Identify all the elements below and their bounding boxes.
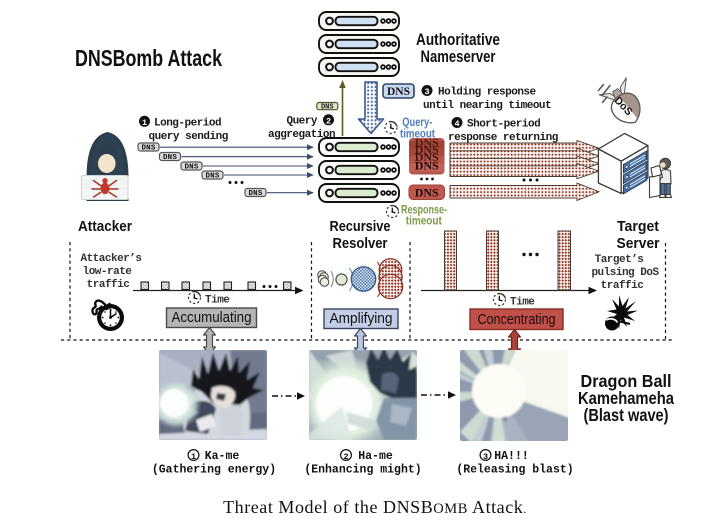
svg-text:Holding response: Holding response xyxy=(438,87,537,99)
svg-text:Resolver: Resolver xyxy=(333,235,388,252)
svg-text:traffic: traffic xyxy=(87,279,130,291)
svg-text:Dragon Ball: Dragon Ball xyxy=(581,371,672,391)
svg-text:3: 3 xyxy=(483,452,488,462)
svg-text:(Releasing blast): (Releasing blast) xyxy=(456,464,573,477)
svg-text:DNS: DNS xyxy=(387,86,410,98)
svg-text:Recursive: Recursive xyxy=(330,218,391,235)
svg-text:Accumulating: Accumulating xyxy=(172,310,252,326)
svg-text:aggregation: aggregation xyxy=(268,129,335,141)
svg-text:traffic: traffic xyxy=(601,280,644,292)
svg-text:4: 4 xyxy=(454,119,459,129)
svg-text:Time: Time xyxy=(205,295,230,307)
svg-text:Attacker’s: Attacker’s xyxy=(80,253,141,265)
svg-text:Authoritative: Authoritative xyxy=(416,31,500,49)
svg-text:timeout: timeout xyxy=(406,214,442,228)
svg-text:until nearing timeout: until nearing timeout xyxy=(423,100,551,112)
svg-text:2: 2 xyxy=(326,117,331,127)
svg-text:DNSBomb Attack: DNSBomb Attack xyxy=(75,45,222,71)
svg-text:Attacker: Attacker xyxy=(78,218,132,235)
svg-text:DNS: DNS xyxy=(415,143,439,157)
svg-text:Long-period: Long-period xyxy=(154,118,221,130)
svg-text:Query-: Query- xyxy=(402,115,432,129)
svg-text:low-rate: low-rate xyxy=(83,266,133,278)
svg-text:Query: Query xyxy=(286,116,317,128)
svg-text:3: 3 xyxy=(424,87,429,97)
svg-text:Time: Time xyxy=(510,297,535,309)
svg-text:1: 1 xyxy=(191,452,196,462)
svg-text:1: 1 xyxy=(142,118,147,128)
svg-text:response returning: response returning xyxy=(448,132,558,144)
svg-text:Target’s: Target’s xyxy=(595,254,644,266)
svg-text:timeout: timeout xyxy=(400,127,435,141)
svg-text:query sending: query sending xyxy=(149,131,228,143)
svg-text:DNS: DNS xyxy=(415,186,439,200)
svg-text:DNS: DNS xyxy=(321,103,334,111)
svg-text:Concentrating: Concentrating xyxy=(478,312,556,328)
svg-text:HA!!!: HA!!! xyxy=(494,450,529,463)
svg-text:(Enhancing might): (Enhancing might) xyxy=(304,464,421,477)
svg-text:(Blast wave): (Blast wave) xyxy=(584,405,669,425)
svg-text:(Gathering energy): (Gathering energy) xyxy=(152,464,276,477)
svg-text:DNS: DNS xyxy=(415,150,439,164)
svg-text:DNS: DNS xyxy=(415,159,439,173)
svg-text:Kamehameha: Kamehameha xyxy=(578,388,674,408)
svg-text:Ha-me: Ha-me xyxy=(358,450,393,463)
svg-text:Server: Server xyxy=(617,235,660,252)
svg-text:Response-: Response- xyxy=(401,203,447,217)
svg-text:Ka-me: Ka-me xyxy=(205,450,240,463)
svg-text:DNS: DNS xyxy=(415,136,439,150)
svg-text:Nameserver: Nameserver xyxy=(421,48,496,66)
svg-text:pulsing DoS: pulsing DoS xyxy=(591,267,659,279)
svg-text:Short-period: Short-period xyxy=(467,119,540,131)
svg-text:Threat Model of the DNSBOMB At: Threat Model of the DNSBOMB Attack. xyxy=(223,497,527,517)
svg-text:Target: Target xyxy=(617,218,659,235)
svg-text:2: 2 xyxy=(343,452,348,462)
svg-text:Amplifying: Amplifying xyxy=(330,311,393,327)
